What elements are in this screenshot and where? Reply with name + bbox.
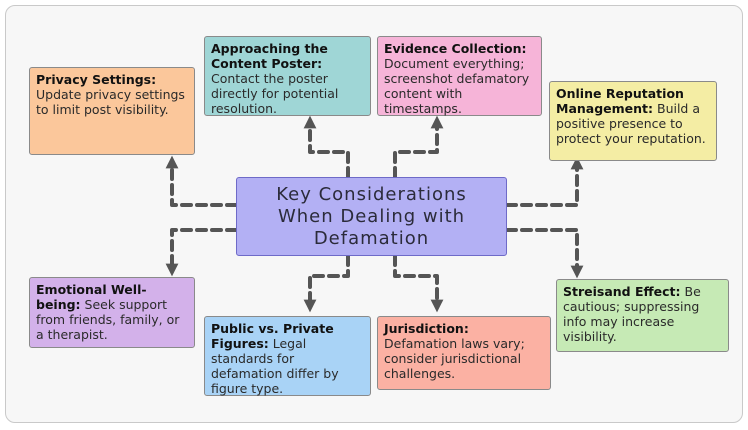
node-jurisdiction: Jurisdiction: Defamation laws vary; cons…: [377, 316, 551, 390]
node-body: Seek support from friends, family, or a …: [36, 297, 180, 342]
node-heading: Public vs. Private Figures:: [211, 321, 334, 351]
arrow-to-approaching: [303, 115, 350, 179]
node-heading: Privacy Settings:: [36, 72, 157, 87]
node-public-private-figures: Public vs. Private Figures: Legal standa…: [204, 316, 371, 396]
node-body: Contact the poster directly for potentia…: [211, 71, 339, 116]
node-heading: Streisand Effect:: [563, 284, 681, 299]
node-body: Document everything; screenshot defamato…: [384, 56, 530, 116]
central-topic: Key Considerations When Dealing with Def…: [236, 177, 507, 256]
arrow-to-emotional: [165, 228, 238, 277]
node-heading: Emotional Well-being:: [36, 282, 147, 312]
node-body: Defamation laws vary; consider jurisdict…: [384, 336, 525, 381]
node-streisand-effect: Streisand Effect: Be cautious; suppressi…: [556, 279, 729, 352]
node-heading: Online Reputation Management:: [556, 86, 684, 116]
central-title: Key Considerations When Dealing with Def…: [276, 183, 467, 249]
node-body: Legal standards for defamation differ by…: [211, 336, 339, 396]
node-body: Be cautious; suppressing info may increa…: [563, 284, 701, 344]
arrow-to-privacy: [165, 155, 238, 207]
node-heading: Approaching the Content Poster:: [211, 41, 328, 71]
node-heading: Jurisdiction:: [384, 321, 469, 336]
node-emotional-wellbeing: Emotional Well-being: Seek support from …: [29, 277, 195, 348]
node-evidence-collection: Evidence Collection: Document everything…: [377, 36, 542, 116]
node-approaching-poster: Approaching the Content Poster: Contact …: [204, 36, 371, 116]
arrow-to-public: [303, 254, 350, 313]
node-body: Build a positive presence to protect you…: [556, 101, 706, 146]
node-body: Update privacy settings to limit post vi…: [36, 87, 185, 117]
node-heading: Evidence Collection:: [384, 41, 527, 56]
arrow-to-streisand: [505, 228, 584, 279]
node-online-reputation: Online Reputation Management: Build a po…: [549, 81, 717, 161]
arrow-to-jurisdiction: [393, 254, 444, 313]
node-privacy-settings: Privacy Settings: Update privacy setting…: [29, 67, 195, 155]
arrow-to-evidence: [393, 115, 444, 179]
arrow-to-reputation: [505, 156, 584, 207]
